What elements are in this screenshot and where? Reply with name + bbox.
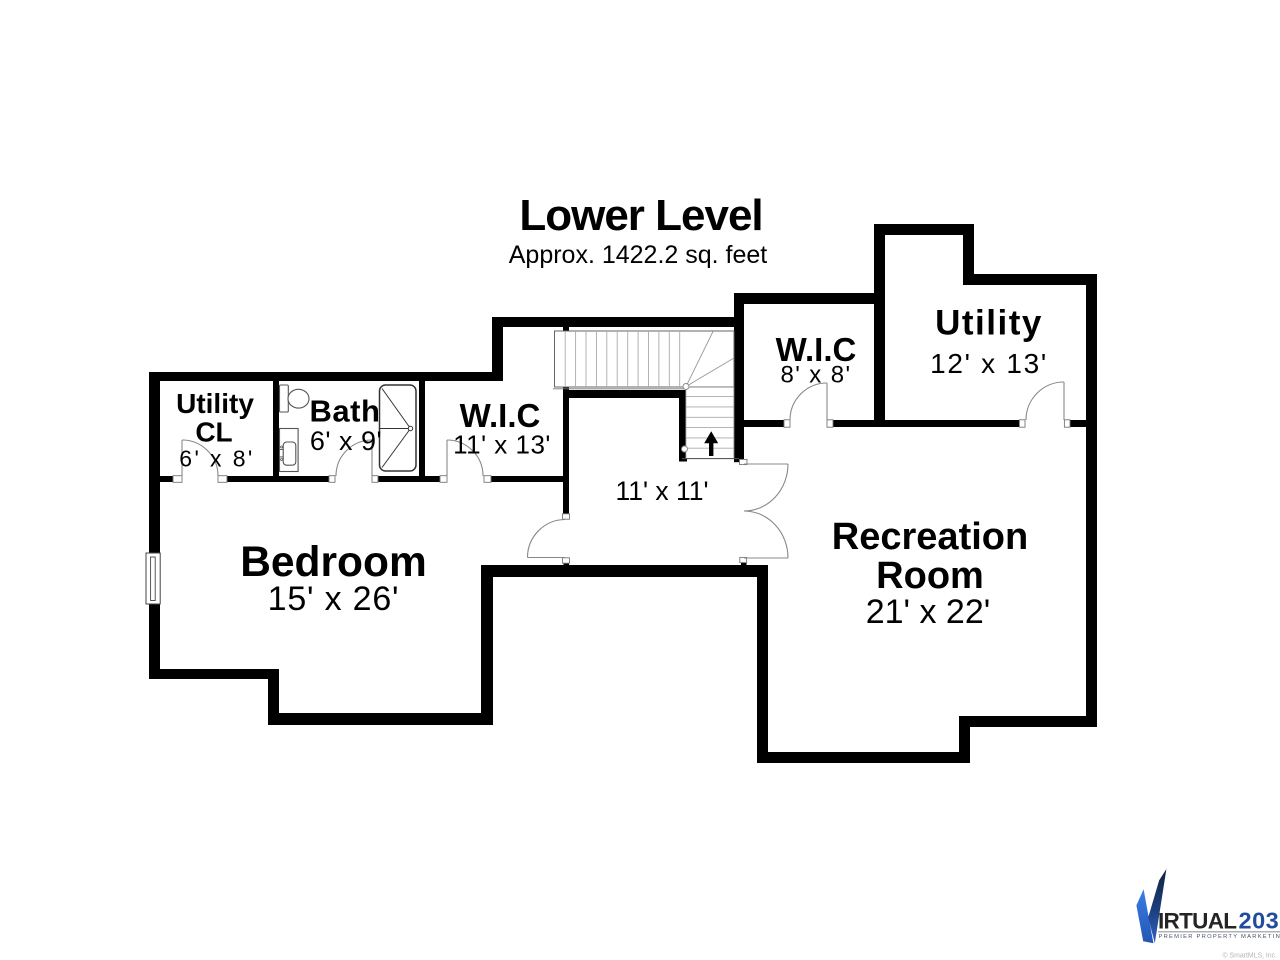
svg-text:Room: Room bbox=[876, 555, 984, 597]
svg-text:W.I.C: W.I.C bbox=[460, 397, 541, 434]
svg-text:6' x 9': 6' x 9' bbox=[310, 426, 382, 456]
svg-text:Bath: Bath bbox=[310, 394, 381, 429]
svg-text:Lower Level: Lower Level bbox=[519, 191, 762, 240]
svg-text:IRTUAL: IRTUAL bbox=[1158, 909, 1237, 934]
svg-text:Bedroom: Bedroom bbox=[240, 539, 427, 586]
svg-text:Recreation: Recreation bbox=[832, 516, 1028, 558]
svg-text:Approx. 1422.2 sq. feet: Approx. 1422.2 sq. feet bbox=[509, 241, 768, 269]
svg-text:PREMIER PROPERTY MARKETING: PREMIER PROPERTY MARKETING bbox=[1159, 934, 1280, 940]
svg-text:11' x 13': 11' x 13' bbox=[453, 430, 551, 460]
svg-text:11' x 11': 11' x 11' bbox=[615, 476, 708, 506]
svg-text:W.I.C: W.I.C bbox=[776, 331, 857, 368]
svg-text:12' x 13': 12' x 13' bbox=[930, 348, 1048, 379]
svg-text:15' x 26': 15' x 26' bbox=[268, 580, 400, 618]
svg-text:© SmartMLS, Inc.: © SmartMLS, Inc. bbox=[1223, 952, 1278, 960]
svg-text:8' x 8': 8' x 8' bbox=[781, 362, 852, 389]
svg-text:6' x 8': 6' x 8' bbox=[179, 446, 254, 472]
svg-text:Utility: Utility bbox=[935, 304, 1043, 343]
svg-text:203: 203 bbox=[1239, 908, 1280, 934]
svg-text:Utility: Utility bbox=[176, 388, 254, 419]
svg-text:CL: CL bbox=[195, 417, 232, 448]
svg-text:21' x 22': 21' x 22' bbox=[866, 593, 991, 631]
